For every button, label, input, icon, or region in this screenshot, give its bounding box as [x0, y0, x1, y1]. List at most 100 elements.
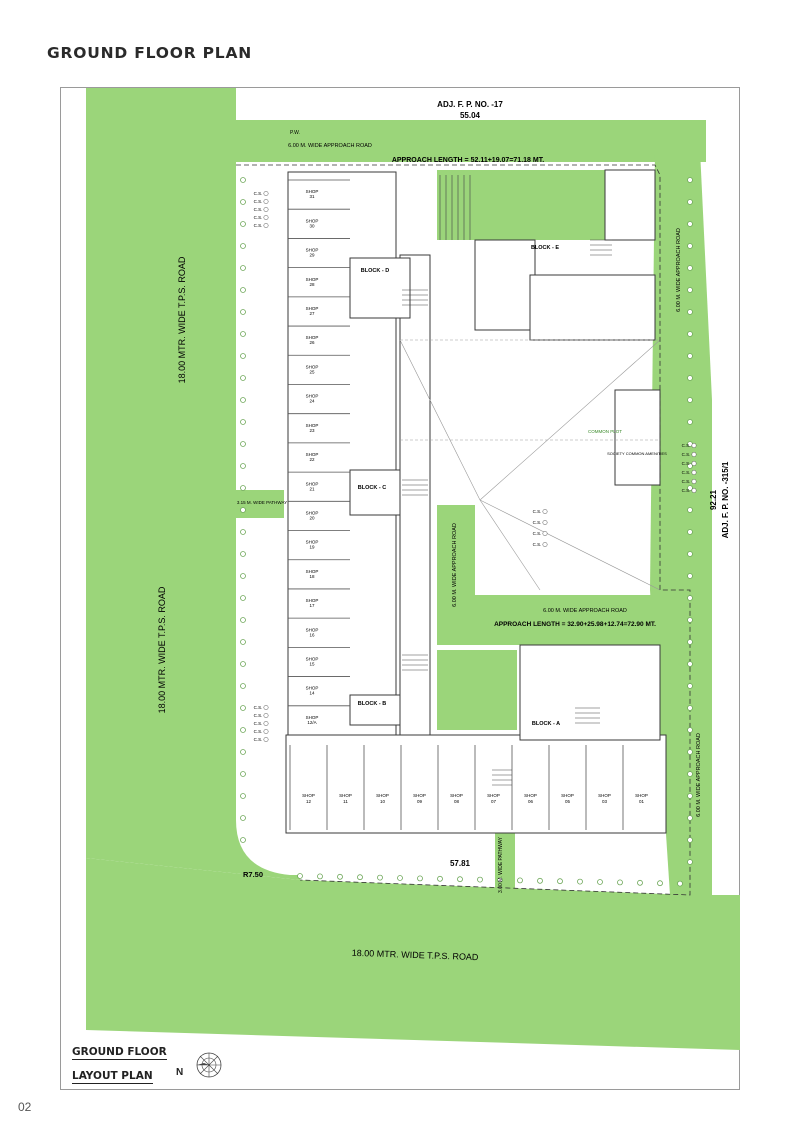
cs-markers: C.S.C.S.C.S.C.S.C.S.C.S.C.S.C.S.C.S.C.S.… — [254, 191, 697, 742]
tree — [417, 875, 423, 882]
east-road-upper-label: 6.00 M. WIDE APPROACH ROAD — [676, 228, 682, 312]
shop-number-west: 24 — [309, 399, 315, 404]
tree — [687, 551, 693, 557]
cs-symbol — [691, 470, 697, 475]
tree — [240, 331, 246, 337]
shop-label-west: SHOP — [306, 510, 319, 515]
tree — [687, 661, 693, 667]
tree — [240, 661, 246, 667]
tree — [637, 879, 643, 886]
tree — [617, 879, 623, 886]
tree — [477, 876, 483, 883]
block-d-label: BLOCK - D — [361, 268, 389, 274]
shop-number-west: 26 — [309, 340, 315, 345]
tree — [240, 793, 246, 799]
shop-label-west: SHOP — [306, 306, 319, 311]
tree — [240, 309, 246, 315]
tree — [457, 876, 463, 883]
cs-symbol — [542, 520, 548, 525]
tree — [240, 397, 246, 403]
cs-label: C.S. — [533, 520, 542, 525]
society-amenities-label: SOCIETY COMMON AMENITIES — [607, 451, 667, 456]
shop-number-south: 06 — [528, 799, 534, 804]
page-title: GROUND FLOOR PLAN — [47, 44, 253, 62]
tree — [240, 375, 246, 381]
shop-label-west: SHOP — [306, 598, 319, 603]
tree — [687, 375, 693, 381]
shop-label-west: SHOP — [306, 189, 319, 194]
tree — [240, 771, 246, 777]
tree — [240, 595, 246, 601]
shop-label-south: SHOP — [524, 793, 537, 798]
compass-rose-icon — [196, 1052, 222, 1078]
tree — [240, 683, 246, 689]
tree — [497, 877, 503, 883]
shop-label-west: SHOP — [306, 423, 319, 428]
tree — [687, 859, 693, 865]
tree — [240, 507, 246, 513]
shop-label-west: SHOP — [306, 686, 319, 691]
tree — [240, 727, 246, 733]
stair-hatching — [402, 175, 612, 786]
shop-label-south: SHOP — [561, 793, 574, 798]
tree — [377, 874, 383, 881]
cs-symbol — [691, 488, 697, 493]
shop-number-west: 31 — [309, 194, 315, 199]
cs-label: C.S. — [254, 199, 263, 204]
pathway-west-label: 3.15 M. WIDE PATHWAY — [237, 500, 287, 505]
tree — [537, 877, 543, 884]
building-footprint — [285, 169, 667, 834]
tree — [687, 353, 693, 359]
tree — [687, 617, 693, 623]
tree — [687, 749, 693, 755]
shop-label-west: SHOP — [306, 218, 319, 223]
cs-symbol — [263, 705, 269, 710]
page-number: 02 — [18, 1100, 32, 1114]
cs-label: C.S. — [682, 479, 691, 484]
tree — [687, 529, 693, 535]
cs-label: C.S. — [254, 191, 263, 196]
adj-east-label: ADJ. F. P. NO. -315/1 — [721, 461, 730, 538]
shop-label-west: SHOP — [306, 452, 319, 457]
south-shop-partitions — [289, 745, 624, 830]
shop-number-west: 20 — [309, 515, 315, 520]
approach-central-label: APPROACH LENGTH = 32.90+25.98+12.74=72.9… — [494, 621, 656, 628]
shop-label-west: SHOP — [306, 335, 319, 340]
cs-symbol — [263, 223, 269, 228]
tree — [687, 419, 693, 425]
shop-number-west: 15 — [309, 662, 315, 667]
block-e-label: BLOCK - E — [531, 245, 559, 251]
tree — [687, 507, 693, 513]
cs-symbol — [263, 215, 269, 220]
east-dimension: 92.21 — [709, 489, 718, 510]
cs-label: C.S. — [254, 223, 263, 228]
tree — [240, 837, 246, 843]
tree — [687, 683, 693, 689]
tree — [240, 617, 246, 623]
tree — [240, 177, 246, 183]
cs-label: C.S. — [533, 509, 542, 514]
shop-number-west: 12/A — [307, 720, 316, 725]
approach-north-label: APPROACH LENGTH = 52.11+19.07=71.18 MT. — [392, 157, 544, 164]
tree — [397, 875, 403, 881]
shop-label-west: SHOP — [306, 540, 319, 545]
shop-label-south: SHOP — [302, 793, 315, 798]
tree — [657, 880, 663, 887]
west-shop-labels: SHOP31SHOP30SHOP29SHOP28SHOP27SHOP26SHOP… — [306, 189, 319, 725]
tree — [357, 874, 363, 881]
shop-number-west: 25 — [309, 369, 315, 374]
tree — [687, 793, 693, 799]
cs-label: C.S. — [533, 542, 542, 547]
cs-label: C.S. — [682, 470, 691, 475]
tree — [240, 815, 246, 821]
tree — [687, 837, 693, 843]
cs-symbol — [542, 531, 548, 536]
tree — [577, 878, 583, 885]
shop-label-south: SHOP — [598, 793, 611, 798]
shop-number-south: 12 — [306, 799, 312, 804]
cs-symbol — [542, 509, 548, 514]
block-c-label: BLOCK - C — [358, 485, 386, 491]
tree — [240, 529, 246, 535]
block-a-label: BLOCK - A — [532, 721, 560, 727]
